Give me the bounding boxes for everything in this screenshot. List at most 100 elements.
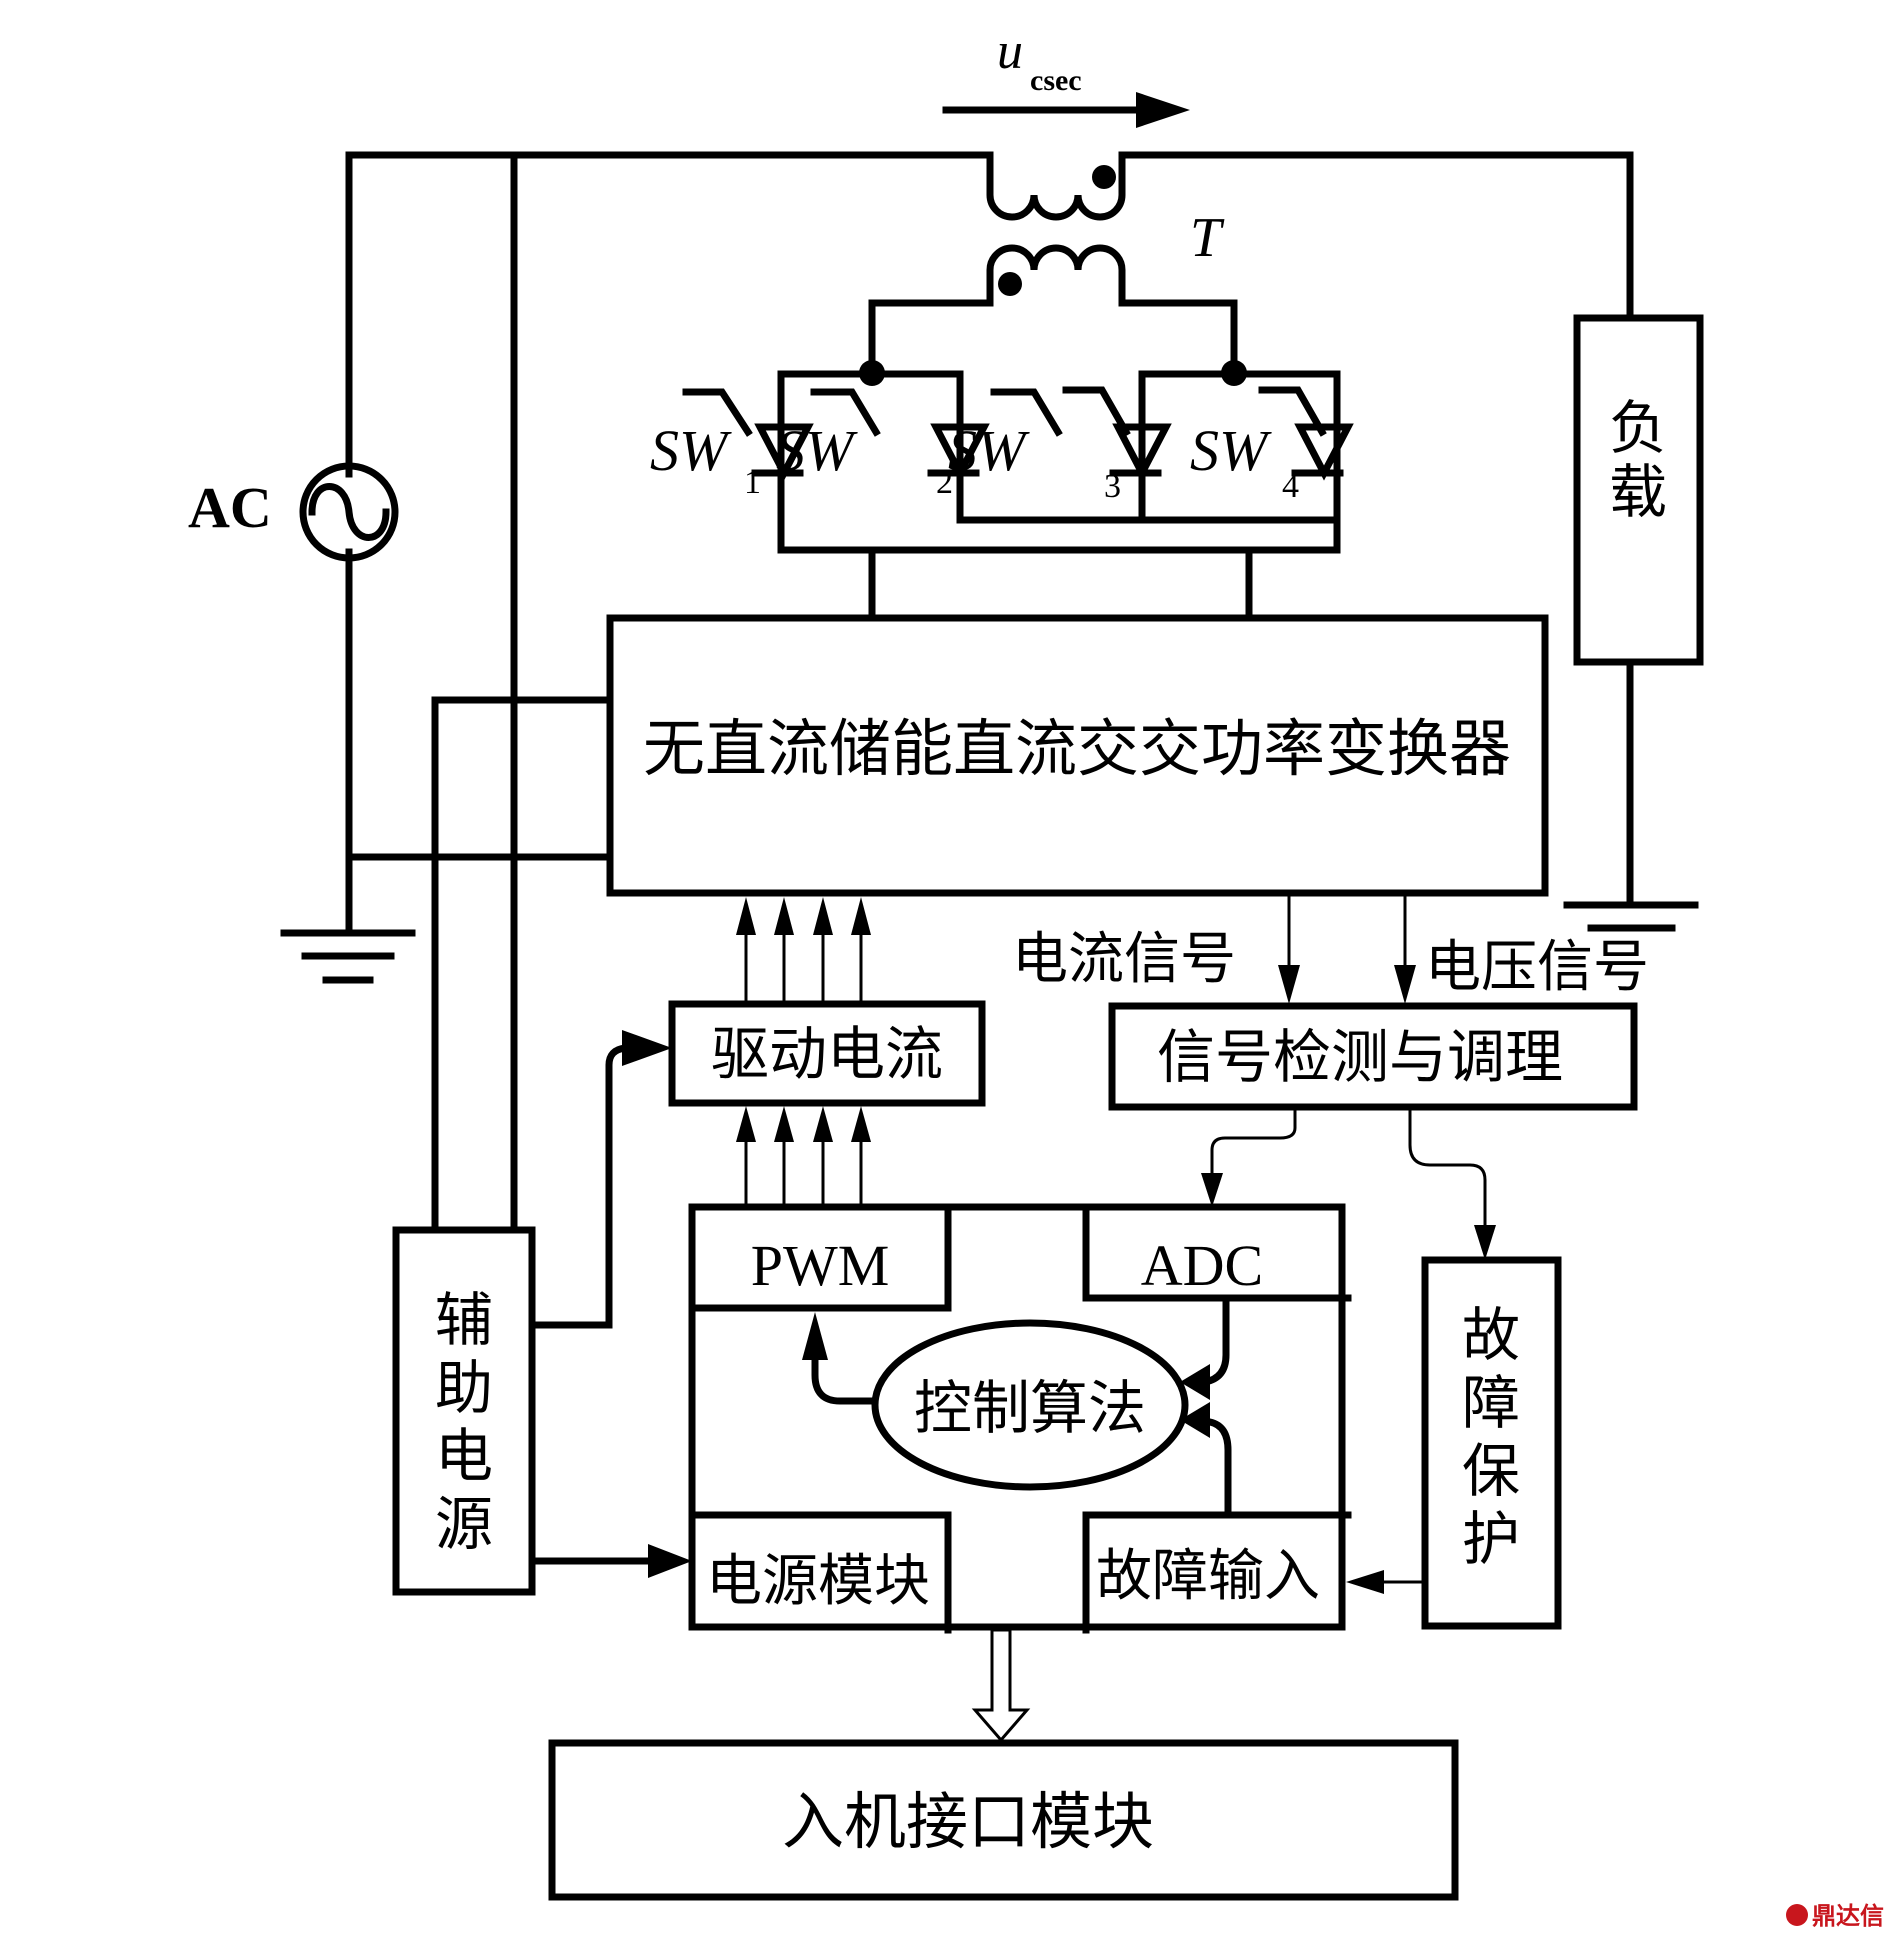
- algorithm-to-pwm-line: [811, 1356, 879, 1405]
- arrow-head: [1474, 1225, 1496, 1260]
- wire-aux-feed-1: [431, 696, 614, 1236]
- converter-block: 无直流储能直流交交功率变换器: [606, 614, 1549, 897]
- arrow-head: [851, 897, 871, 935]
- arrow-head: [774, 897, 794, 935]
- switch-name: SW: [948, 418, 1030, 483]
- voltage-subscript: csec: [1030, 64, 1082, 97]
- switch-sw1: SW 1: [650, 388, 814, 501]
- watermark: 鼎达信: [1786, 1902, 1884, 1930]
- wire-secondary-right: [1118, 299, 1238, 377]
- wire-ac-top: [345, 151, 994, 478]
- control-algorithm-ellipse: [871, 1319, 1189, 1491]
- arrow-head: [1180, 1402, 1210, 1438]
- hmi-box: [548, 1739, 1459, 1901]
- power-module-label: 电源模块: [706, 1549, 930, 1614]
- thyristor-icon: [1294, 423, 1354, 481]
- arrow-head: [851, 1106, 871, 1142]
- load-label-2: 载: [1609, 458, 1667, 526]
- transformer-label: T: [1190, 207, 1225, 269]
- switch-index: 4: [1282, 468, 1299, 505]
- bus-arrow: [971, 1628, 1031, 1743]
- arrow-head: [1394, 965, 1416, 1004]
- aux-power-label-1: 辅: [435, 1286, 493, 1354]
- arrow-head: [802, 1312, 828, 1360]
- switch-sw2: SW 2: [776, 388, 990, 501]
- fault-protection-label-2: 障: [1462, 1369, 1520, 1437]
- to-adc-line: [1210, 1107, 1297, 1178]
- primary-winding: [986, 151, 1126, 221]
- gate-lead: [990, 388, 1063, 437]
- fault-protection-label-1: 故: [1462, 1301, 1520, 1369]
- aux-power-label-3: 电: [435, 1422, 493, 1490]
- controller-block: PWM ADC 电源模块 故障输入 控制算法: [688, 1203, 1352, 1634]
- arrow-head: [1201, 1173, 1223, 1207]
- ac-label: AC: [188, 475, 272, 540]
- conditioning-outputs: [1201, 1107, 1496, 1260]
- arrow-head: [622, 1030, 672, 1066]
- adc-label: ADC: [1141, 1233, 1263, 1298]
- gate-lead: [682, 388, 753, 437]
- watermark-text: 鼎达信: [1812, 1902, 1884, 1930]
- feedback-signals: 电流信号 电压信号: [1012, 893, 1649, 1004]
- hmi-block: 入机接口模块: [548, 1739, 1459, 1901]
- gate-lead: [810, 388, 881, 437]
- voltage-indicator: u csec: [942, 23, 1190, 128]
- ac-source: AC: [188, 462, 399, 562]
- main-power-wiring: [280, 151, 1699, 1236]
- fault-to-algorithm-line: [1205, 1417, 1232, 1519]
- arrow-head: [648, 1544, 692, 1578]
- hmi-label: 入机接口模块: [782, 1785, 1154, 1858]
- pwm-box: [688, 1203, 952, 1312]
- switch-sw3: SW 3: [948, 388, 1172, 505]
- load-label-1: 负: [1609, 394, 1667, 462]
- switch-bridge: SW 1 SW 2 SW 3 SW 4: [650, 360, 1354, 624]
- primary-polarity-dot: [1092, 165, 1116, 189]
- switch-index: 3: [1104, 468, 1121, 505]
- bridge-node-left: [859, 360, 885, 386]
- switch-name: SW: [776, 418, 858, 483]
- transformer-icon: T: [868, 151, 1238, 377]
- switch-index: 1: [744, 464, 761, 501]
- aux-power-label-4: 源: [435, 1490, 493, 1558]
- drive-current-block: 驱动电流: [668, 1000, 986, 1107]
- arrow-head: [736, 1106, 756, 1142]
- aux-power-box: [392, 1226, 536, 1596]
- arrow-head: [774, 1106, 794, 1142]
- gate-lead: [1062, 386, 1131, 437]
- signal-conditioning-block: 信号检测与调理: [1108, 1002, 1638, 1111]
- wire-secondary-left: [868, 299, 994, 377]
- bridge-node-right: [1221, 360, 1247, 386]
- thyristor-icon: [754, 423, 814, 481]
- aux-power-label-2: 助: [435, 1354, 493, 1422]
- voltage-arrow-head: [1136, 92, 1190, 128]
- aux-to-drive-line: [528, 1044, 629, 1329]
- converter-box: [606, 614, 1549, 897]
- fault-protection-box: [1421, 1256, 1562, 1630]
- signal-conditioning-box: [1108, 1002, 1638, 1111]
- pwm-label: PWM: [751, 1233, 890, 1298]
- fault-input-box: [1082, 1511, 1352, 1634]
- signal-conditioning-label: 信号检测与调理: [1157, 1023, 1563, 1091]
- drive-current-box: [668, 1000, 986, 1107]
- arrow-head: [1346, 1570, 1384, 1594]
- watermark-logo-icon: [1786, 1904, 1808, 1926]
- control-algorithm-label: 控制算法: [914, 1374, 1146, 1442]
- converter-label: 无直流储能直流交交功率变换器: [643, 712, 1511, 785]
- adc-box: [1082, 1203, 1352, 1302]
- switch-name: SW: [650, 418, 732, 483]
- to-fault-protection-line: [1408, 1107, 1487, 1228]
- load-block: 负 载: [1573, 314, 1704, 666]
- ac-source-icon: [299, 462, 399, 562]
- arrow-head: [736, 897, 756, 935]
- arrow-head: [813, 1106, 833, 1142]
- secondary-polarity-dot: [998, 272, 1022, 296]
- thyristor-icon: [1112, 423, 1172, 481]
- switch-index: 2: [936, 464, 953, 501]
- voltage-signal-label: 电压信号: [1425, 935, 1649, 1000]
- wire-to-load-top: [1118, 151, 1634, 322]
- hollow-arrow-icon: [971, 1628, 1031, 1743]
- arrow-head: [1180, 1364, 1210, 1400]
- power-module-box: [688, 1511, 952, 1634]
- arrow-head: [1278, 965, 1300, 1004]
